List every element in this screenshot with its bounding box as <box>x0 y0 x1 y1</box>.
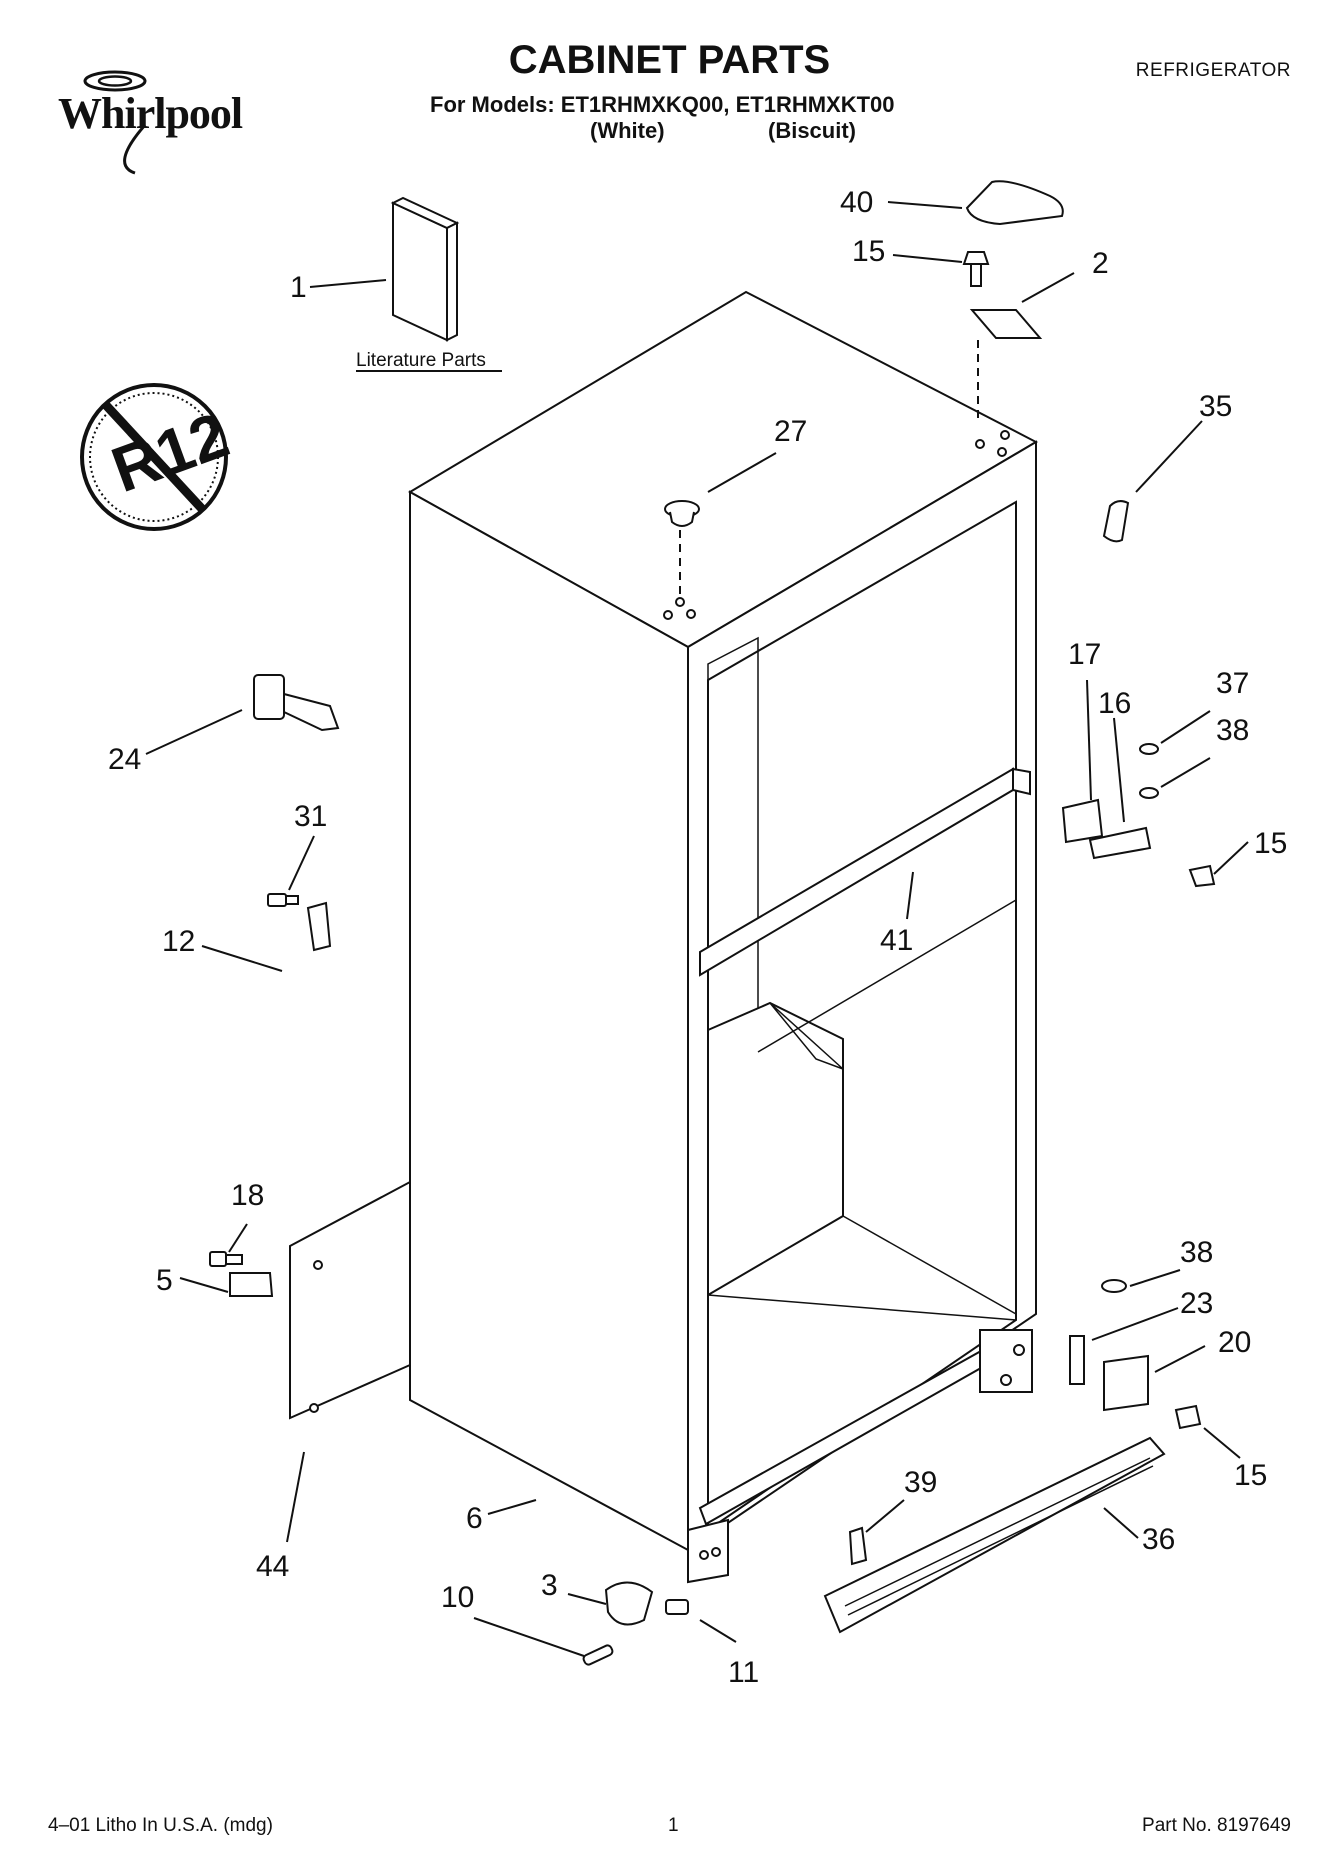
callout-1: 1 <box>290 271 307 304</box>
callout-3: 3 <box>541 1569 558 1602</box>
literature-parts-label: Literature Parts <box>356 350 486 371</box>
callout-17: 17 <box>1068 638 1101 671</box>
callout-5: 5 <box>156 1264 173 1297</box>
part-27-plug <box>664 500 700 595</box>
callout-10: 10 <box>441 1581 474 1614</box>
part-15-screw-mid <box>1188 864 1216 888</box>
part-31-screw <box>267 893 299 907</box>
part-3-leveler <box>604 1581 654 1626</box>
callout-12: 12 <box>162 925 195 958</box>
refrigerator-cabinet <box>407 290 1039 1584</box>
part-20-hinge <box>1103 1354 1149 1412</box>
part-38b-washer <box>1101 1279 1127 1293</box>
callout-15-top: 15 <box>852 235 885 268</box>
callout-15-bottom: 15 <box>1234 1459 1267 1492</box>
callout-44: 44 <box>256 1550 289 1583</box>
part-11-screw <box>665 1599 689 1615</box>
callout-6: 6 <box>466 1502 483 1535</box>
callout-35: 35 <box>1199 390 1232 423</box>
callout-39: 39 <box>904 1466 937 1499</box>
callout-27: 27 <box>774 415 807 448</box>
print-info: 4–01 Litho In U.S.A. (mdg) <box>48 1815 273 1836</box>
callout-41: 41 <box>880 924 913 957</box>
part-12-clip <box>306 901 332 952</box>
part-15-screw-top <box>962 251 990 287</box>
callout-37: 37 <box>1216 667 1249 700</box>
callout-23: 23 <box>1180 1287 1213 1320</box>
part-18-screw <box>209 1251 243 1267</box>
part-37-washer <box>1139 743 1159 755</box>
part-2-bracket <box>969 309 1043 339</box>
no-r12-symbol: R12 <box>80 383 238 531</box>
callout-16: 16 <box>1098 687 1131 720</box>
callout-2: 2 <box>1092 247 1109 280</box>
part-17-hinge-plate <box>1061 798 1104 844</box>
literature-booklet <box>390 196 460 342</box>
whirlpool-logo <box>83 70 147 175</box>
callout-24: 24 <box>108 743 141 776</box>
callout-15-mid: 15 <box>1254 827 1287 860</box>
page-number: 1 <box>668 1815 679 1836</box>
part-23-shim <box>1069 1335 1085 1385</box>
part-35-cap <box>1102 500 1130 543</box>
part-40-cover <box>965 180 1064 226</box>
leader-lines <box>145 201 1249 1657</box>
callout-20: 20 <box>1218 1326 1251 1359</box>
page-title: CABINET PARTS <box>508 38 831 82</box>
brand-logo-text: Whirlpool <box>58 89 243 138</box>
part-10-pin <box>582 1644 614 1666</box>
callout-31: 31 <box>294 800 327 833</box>
callout-38-bottom: 38 <box>1180 1236 1213 1269</box>
part-36-grille <box>823 1436 1166 1634</box>
callout-38-top: 38 <box>1216 714 1249 747</box>
part-16-hinge <box>1088 826 1152 860</box>
callout-40: 40 <box>840 186 873 219</box>
part-15-screw-bottom <box>1174 1404 1202 1430</box>
product-type: REFRIGERATOR <box>1135 60 1291 81</box>
models-line: For Models: ET1RHMXKQ00, ET1RHMXKT00 <box>430 92 895 117</box>
color-white-label: (White) <box>590 118 665 143</box>
callout-11: 11 <box>728 1656 759 1689</box>
part-44-panel <box>289 1180 411 1420</box>
callout-36: 36 <box>1142 1523 1175 1556</box>
part-24-bracket <box>253 674 340 732</box>
part-38a-washer <box>1139 787 1159 799</box>
part-number: Part No. 8197649 <box>1142 1815 1291 1836</box>
callout-18: 18 <box>231 1179 264 1212</box>
color-biscuit-label: (Biscuit) <box>768 118 856 143</box>
part-39-clip <box>848 1526 868 1566</box>
part-5-hinge <box>229 1272 274 1297</box>
